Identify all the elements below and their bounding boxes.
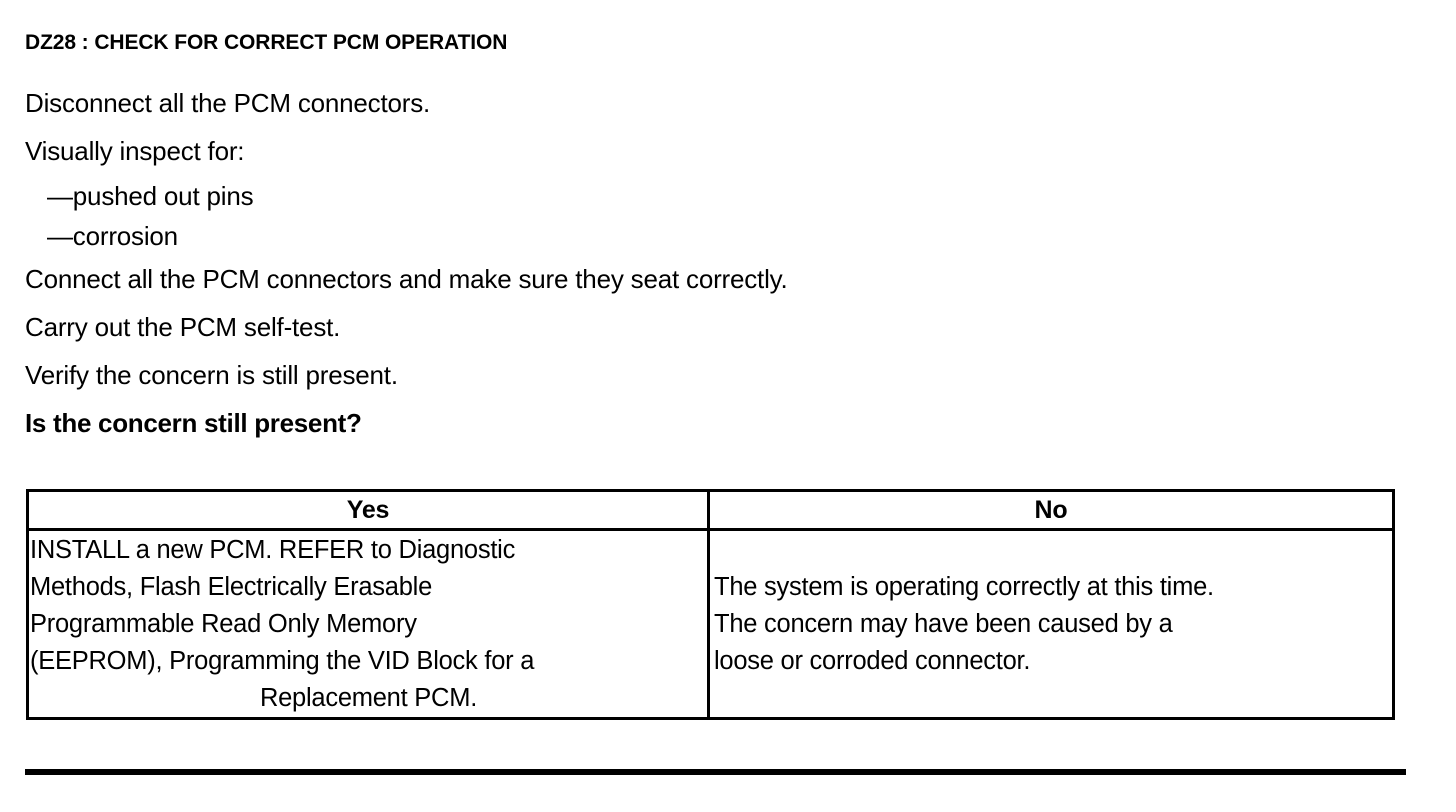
instruction-line-7: Verify the concern is still present. bbox=[25, 360, 398, 390]
column-header-no: No bbox=[707, 489, 1395, 531]
cell-yes-line-3: Programmable Read Only Memory bbox=[30, 609, 417, 638]
cell-no-action: The system is operating correctly at thi… bbox=[707, 528, 1395, 720]
page-footer-rule bbox=[25, 769, 1406, 775]
cell-no-line-2: The concern may have been caused by a bbox=[714, 609, 1173, 638]
page-title: DZ28 : CHECK FOR CORRECT PCM OPERATION bbox=[25, 31, 508, 54]
column-header-yes: Yes bbox=[26, 489, 710, 531]
instruction-bullet-corrosion: —corrosion bbox=[47, 221, 178, 251]
cell-yes-line-4: (EEPROM), Programming the VID Block for … bbox=[30, 646, 535, 675]
table-header-row: Yes No bbox=[26, 489, 1395, 531]
cell-no-line-1: The system is operating correctly at thi… bbox=[714, 572, 1214, 601]
cell-no-text: The system is operating correctly at thi… bbox=[710, 569, 1392, 680]
table-row: INSTALL a new PCM. REFER to Diagnostic M… bbox=[26, 528, 1395, 720]
decision-table: Yes No INSTALL a new PCM. REFER to Diagn… bbox=[26, 489, 1395, 720]
instruction-bullet-pushed-out-pins: —pushed out pins bbox=[47, 181, 254, 211]
instruction-line-6: Carry out the PCM self-test. bbox=[25, 312, 341, 342]
instruction-line-5: Connect all the PCM connectors and make … bbox=[25, 264, 788, 294]
decision-question: Is the concern still present? bbox=[25, 408, 362, 438]
cell-yes-line-2: Methods, Flash Electrically Erasable bbox=[30, 572, 433, 601]
instruction-list: Disconnect all the PCM connectors. Visua… bbox=[25, 79, 1425, 447]
cell-yes-text: INSTALL a new PCM. REFER to Diagnostic M… bbox=[29, 532, 707, 717]
instruction-line-2: Visually inspect for: bbox=[25, 136, 245, 166]
cell-yes-line-1: INSTALL a new PCM. REFER to Diagnostic bbox=[30, 535, 516, 564]
cell-yes-action: INSTALL a new PCM. REFER to Diagnostic M… bbox=[26, 528, 710, 720]
cell-no-line-3: loose or corroded connector. bbox=[714, 646, 1031, 675]
instruction-line-1: Disconnect all the PCM connectors. bbox=[25, 88, 431, 118]
cell-yes-line-5: Replacement PCM. bbox=[259, 683, 478, 712]
